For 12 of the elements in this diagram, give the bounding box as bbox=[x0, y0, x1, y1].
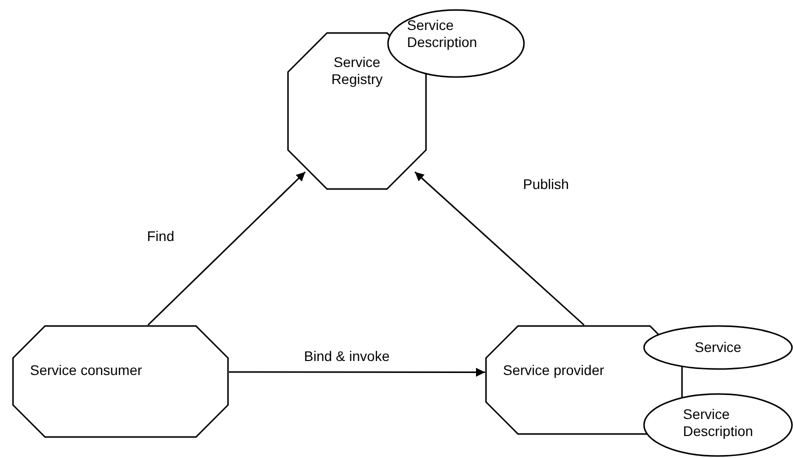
edge-label: Bind & invoke bbox=[304, 348, 390, 364]
node-label: Service bbox=[694, 339, 742, 356]
arrow bbox=[414, 171, 584, 326]
arrow bbox=[148, 171, 306, 326]
node-label: Service Description bbox=[683, 406, 754, 440]
edge-label: Publish bbox=[523, 176, 569, 192]
node-label: Service provider bbox=[503, 362, 606, 379]
node-label: Service Description bbox=[407, 17, 478, 51]
edge-label: Find bbox=[147, 228, 174, 244]
node-label: Service Registry bbox=[330, 54, 384, 88]
arrow bbox=[229, 368, 485, 377]
node-label: Service consumer bbox=[30, 362, 144, 379]
